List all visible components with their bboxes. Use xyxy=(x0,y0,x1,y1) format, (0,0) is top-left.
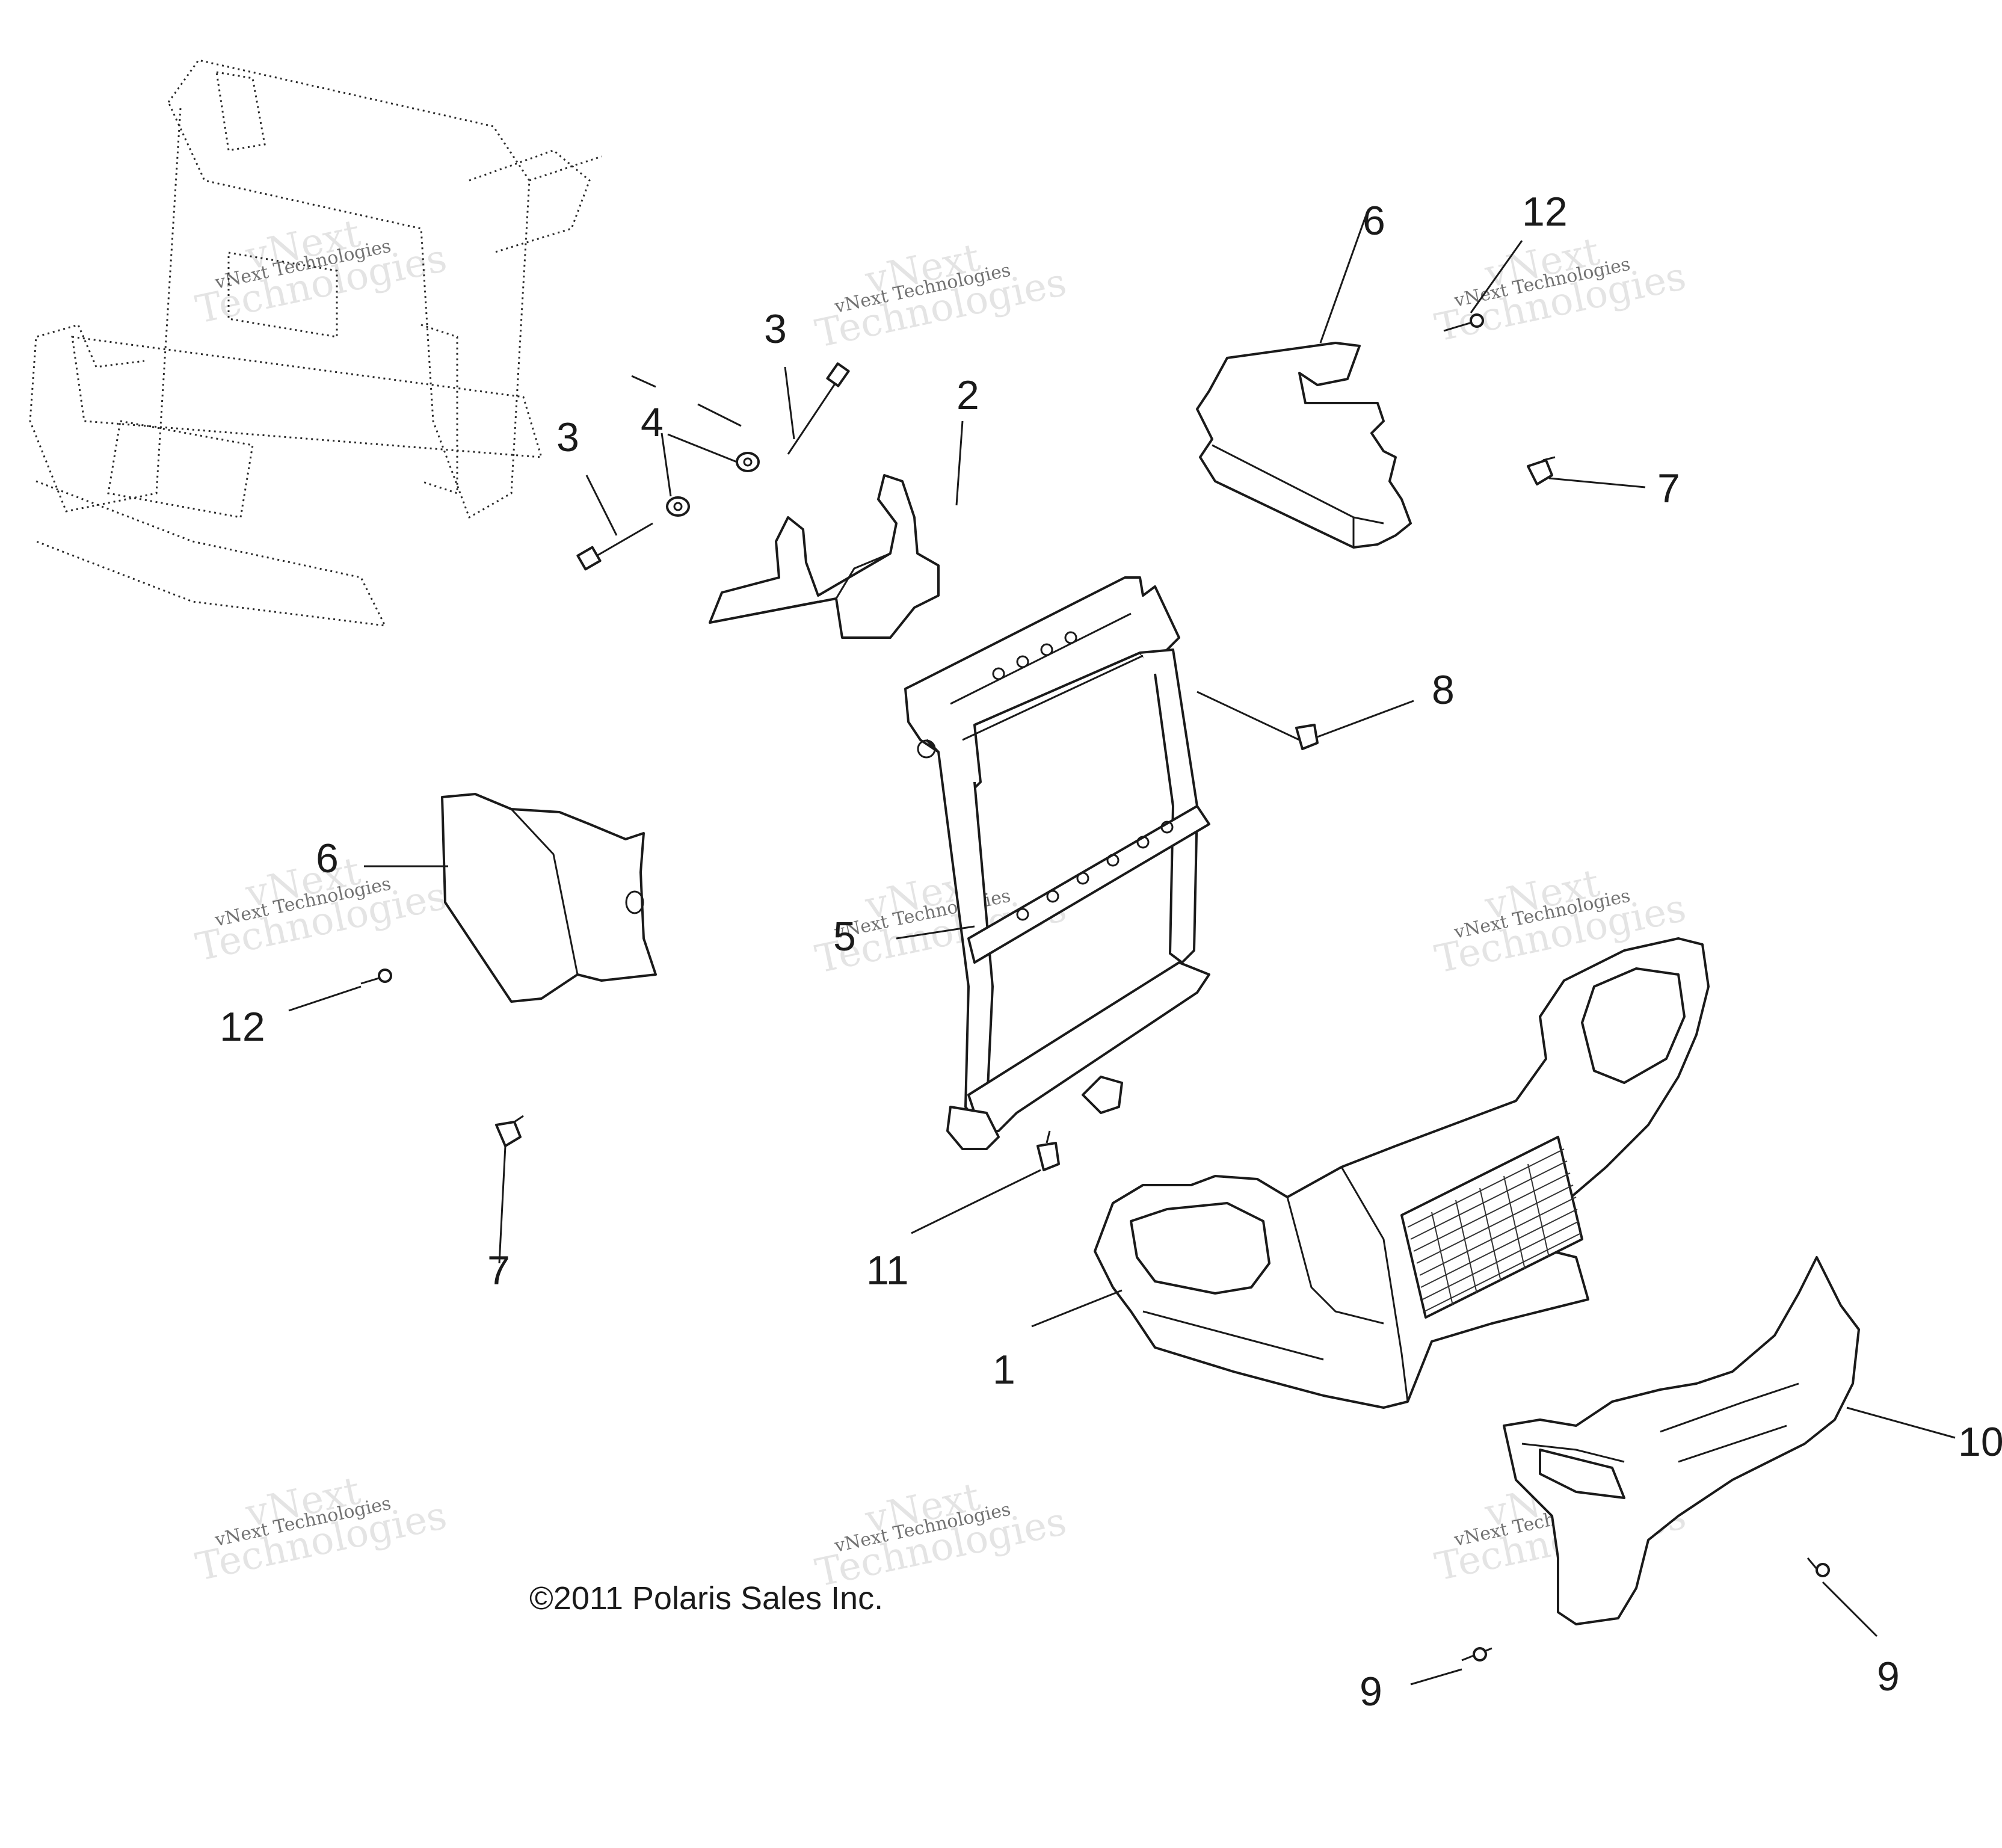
watermark: vNext Technologies vNext Technologies xyxy=(192,211,451,333)
callout-4: 4 xyxy=(641,399,664,445)
callout-7-right: 7 xyxy=(1657,466,1680,511)
fastener-bumper-bolt-right xyxy=(1806,1557,1830,1577)
bolt-upper xyxy=(787,362,850,455)
part-radiator-support-frame xyxy=(904,576,1210,1150)
centerline-dash xyxy=(631,375,656,388)
fastener-push-rivet-left xyxy=(495,1115,524,1147)
part-front-fascia xyxy=(1094,937,1710,1409)
grille xyxy=(1400,1136,1583,1319)
nut-upper xyxy=(736,452,760,472)
callout-3-right: 3 xyxy=(764,306,787,352)
callout-9-right: 9 xyxy=(1877,1654,1900,1699)
part-shroud-left xyxy=(441,793,657,1003)
callout-5: 5 xyxy=(833,914,856,959)
part-shroud-upper-right xyxy=(1196,342,1412,549)
part-upper-bracket xyxy=(709,474,940,639)
fastener-screw-upper-right xyxy=(1443,313,1484,332)
centerline-dash xyxy=(697,403,742,427)
fastener-push-rivet-right xyxy=(1527,456,1556,485)
watermark-layer: vNext Technologies vNext Technologies vN… xyxy=(192,211,1690,1596)
callout-6-left: 6 xyxy=(316,836,339,881)
callout-8: 8 xyxy=(1432,667,1455,713)
callout-12-upper: 12 xyxy=(1522,189,1568,235)
fastener-push-pin-center xyxy=(1036,1130,1060,1171)
callout-9-lower: 9 xyxy=(1360,1669,1382,1714)
callout-11: 11 xyxy=(866,1248,909,1293)
watermark: vNext Technologies vNext Technologies xyxy=(812,235,1070,357)
callout-labels: 1 2 3 3 4 5 6 6 7 7 8 9 9 10 11 12 12 xyxy=(220,189,2002,1714)
watermark: vNext Technologies vNext Technologies xyxy=(812,1474,1070,1596)
callout-2: 2 xyxy=(956,372,979,418)
callout-1: 1 xyxy=(993,1347,1015,1393)
copyright-text: ©2011 Polaris Sales Inc. xyxy=(529,1580,883,1616)
vehicle-frame-reference xyxy=(29,59,602,627)
nut-lower xyxy=(666,496,690,517)
callout-6-upper: 6 xyxy=(1363,198,1385,244)
part-lower-bumper xyxy=(1503,1256,1860,1625)
watermark: vNext Technologies vNext Technologies xyxy=(192,1468,451,1590)
fastener-screw-frame xyxy=(1295,724,1319,750)
fastener-screw-left xyxy=(360,969,392,985)
callout-3-left: 3 xyxy=(556,414,579,460)
callout-10: 10 xyxy=(1958,1419,2002,1465)
callout-12-left: 12 xyxy=(220,1004,265,1050)
bolt-lower xyxy=(576,522,653,571)
callout-7-left: 7 xyxy=(487,1248,510,1293)
leader-lines xyxy=(288,216,1956,1686)
frame-holes xyxy=(917,631,1174,921)
fastener-bumper-bolt-lower xyxy=(1461,1647,1492,1662)
